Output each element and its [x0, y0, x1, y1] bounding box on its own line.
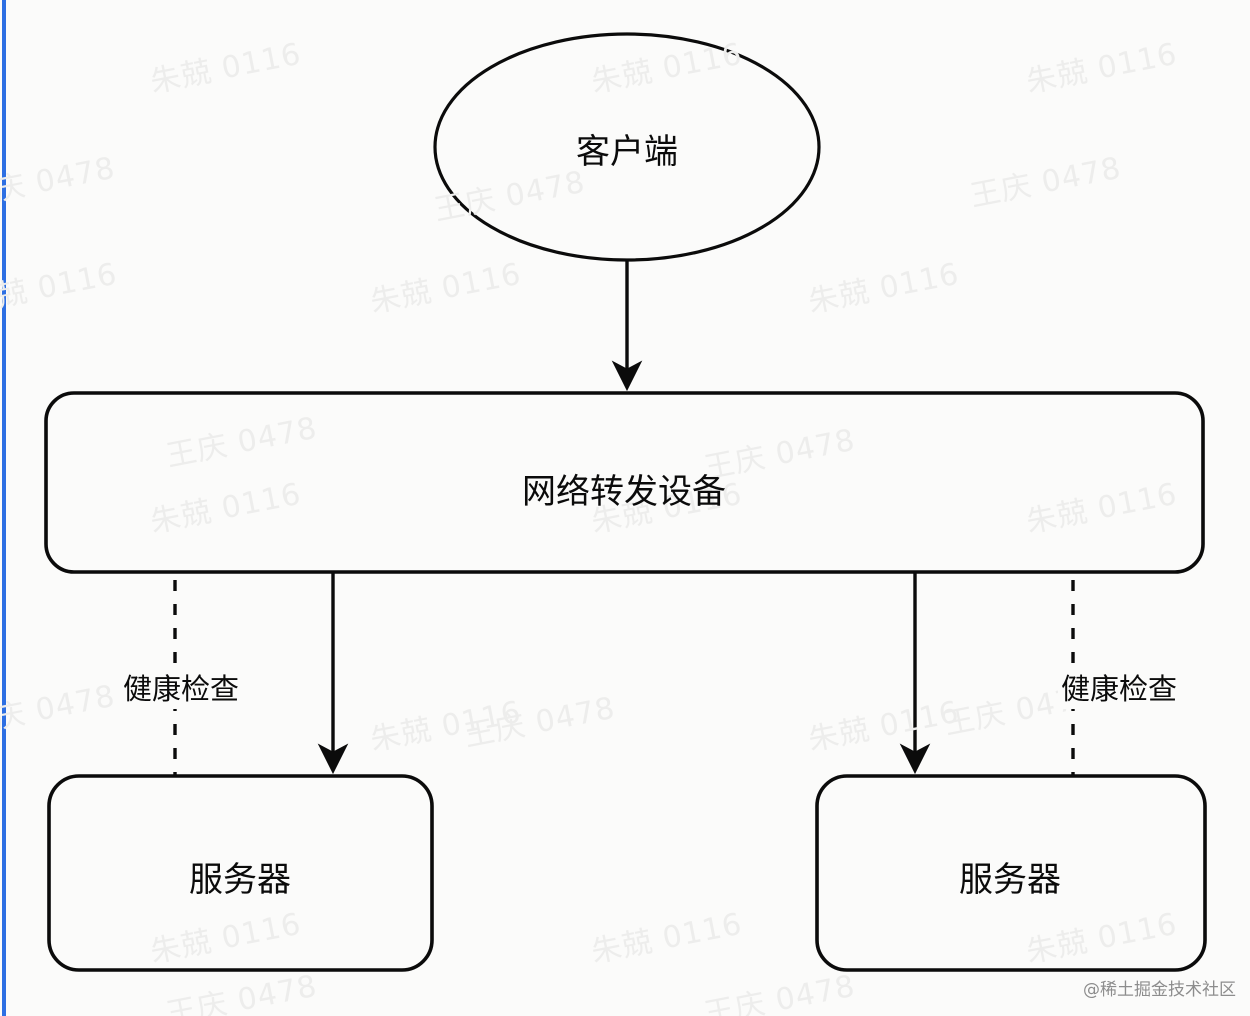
edge-healthcheck-right-label: 健康检查: [1058, 665, 1181, 709]
node-forwarder-label: 网络转发设备: [522, 472, 726, 512]
node-server-right-label: 服务器: [959, 860, 1061, 900]
node-forwarder-shape[interactable]: [44, 391, 1205, 574]
node-client-shape[interactable]: [433, 32, 821, 262]
node-server-left-label: 服务器: [189, 860, 291, 900]
left-accent-strip: [2, 0, 6, 1016]
site-watermark: @稀土掘金技术社区: [1083, 980, 1236, 1000]
node-server-left-shape[interactable]: [47, 774, 434, 972]
node-server-right-shape[interactable]: [815, 774, 1207, 972]
edge-healthcheck-left-label: 健康检查: [120, 665, 243, 709]
node-client-label: 客户端: [576, 132, 678, 172]
